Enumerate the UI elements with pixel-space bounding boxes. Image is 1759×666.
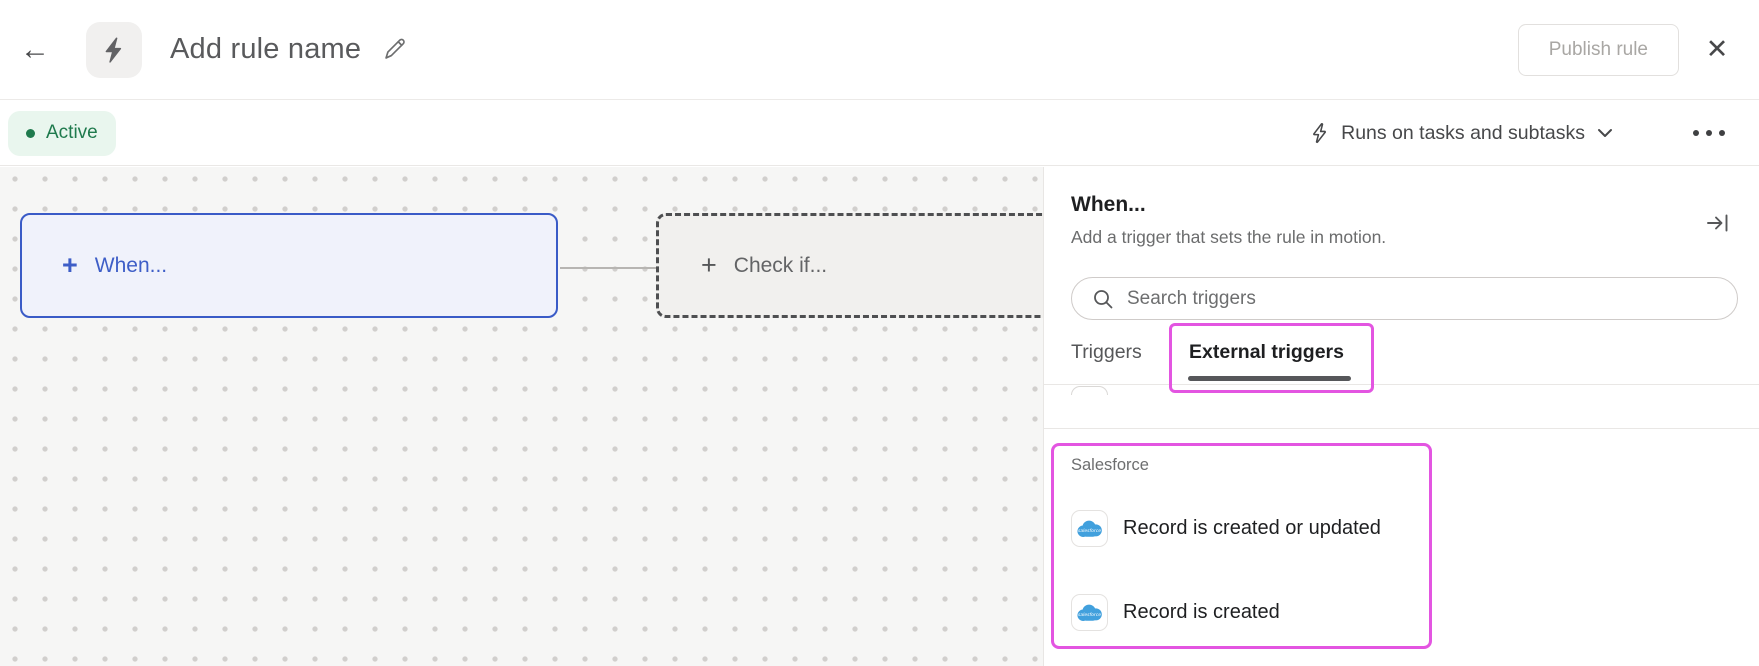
svg-text:salesforce: salesforce <box>1078 528 1101 534</box>
top-header-bar: ← Add rule name Publish rule ✕ <box>0 0 1759 100</box>
active-tab-underline <box>1188 376 1351 381</box>
panel-heading: When... <box>1071 193 1146 216</box>
collapse-panel-button[interactable] <box>1702 207 1734 239</box>
search-input[interactable] <box>1127 287 1721 310</box>
panel-subheading: Add a trigger that sets the rule in moti… <box>1071 227 1387 247</box>
trigger-item-record-created-or-updated[interactable]: salesforce Record is created or updated <box>1071 510 1381 547</box>
plus-icon: + <box>701 250 717 280</box>
salesforce-icon: salesforce <box>1071 594 1108 631</box>
close-button[interactable]: ✕ <box>1693 26 1741 74</box>
svg-text:salesforce: salesforce <box>1078 612 1101 618</box>
rule-flow-canvas[interactable]: + When... + Check if... <box>0 167 1043 666</box>
check-if-condition-card[interactable]: + Check if... <box>656 213 1043 318</box>
back-button[interactable]: ← <box>12 27 58 73</box>
when-trigger-card[interactable]: + When... <box>20 213 558 318</box>
ellipsis-icon <box>1692 129 1726 137</box>
rule-scope-label: Runs on tasks and subtasks <box>1341 121 1585 144</box>
lightning-outline-icon <box>1309 121 1331 145</box>
flow-connector-line <box>560 267 656 269</box>
chevron-down-icon <box>1595 123 1615 143</box>
edit-rule-name-button[interactable] <box>377 33 411 67</box>
search-icon <box>1092 288 1114 310</box>
annotation-highlight-box-salesforce <box>1051 443 1432 649</box>
rule-icon-tile <box>86 21 142 78</box>
trigger-picker-panel: When... Add a trigger that sets the rule… <box>1043 167 1759 666</box>
check-card-label: Check if... <box>733 253 828 277</box>
salesforce-section-title: Salesforce <box>1071 456 1149 474</box>
annotation-highlight-box <box>1169 323 1374 393</box>
rule-name-title[interactable]: Add rule name <box>170 33 362 65</box>
trigger-item-label: Record is created or updated <box>1123 517 1381 539</box>
rule-scope-dropdown[interactable]: Runs on tasks and subtasks <box>1309 121 1615 145</box>
more-options-button[interactable] <box>1687 111 1731 155</box>
status-label: Active <box>46 122 98 143</box>
trigger-item-label: Record is created <box>1123 601 1280 623</box>
back-arrow-icon: ← <box>20 32 50 66</box>
section-divider <box>1044 428 1759 429</box>
tab-triggers[interactable]: Triggers <box>1071 341 1142 363</box>
tab-external-triggers[interactable]: External triggers <box>1189 341 1344 363</box>
status-badge: Active <box>8 110 116 156</box>
salesforce-icon: salesforce <box>1071 510 1108 547</box>
when-card-label: When... <box>94 253 168 277</box>
plus-icon: + <box>62 250 78 280</box>
collapse-arrow-icon <box>1706 213 1730 233</box>
scrolled-item-icon-peek <box>1071 386 1108 395</box>
status-dot-icon <box>26 128 35 138</box>
close-icon: ✕ <box>1705 34 1729 64</box>
search-triggers-field[interactable] <box>1071 277 1738 320</box>
tabs-divider <box>1044 384 1759 385</box>
lightning-bolt-icon <box>99 35 129 65</box>
publish-rule-button[interactable]: Publish rule <box>1517 23 1679 76</box>
rule-status-toolbar: Active Runs on tasks and subtasks <box>0 101 1759 166</box>
pencil-icon <box>381 36 408 63</box>
trigger-item-record-created[interactable]: salesforce Record is created <box>1071 594 1280 631</box>
